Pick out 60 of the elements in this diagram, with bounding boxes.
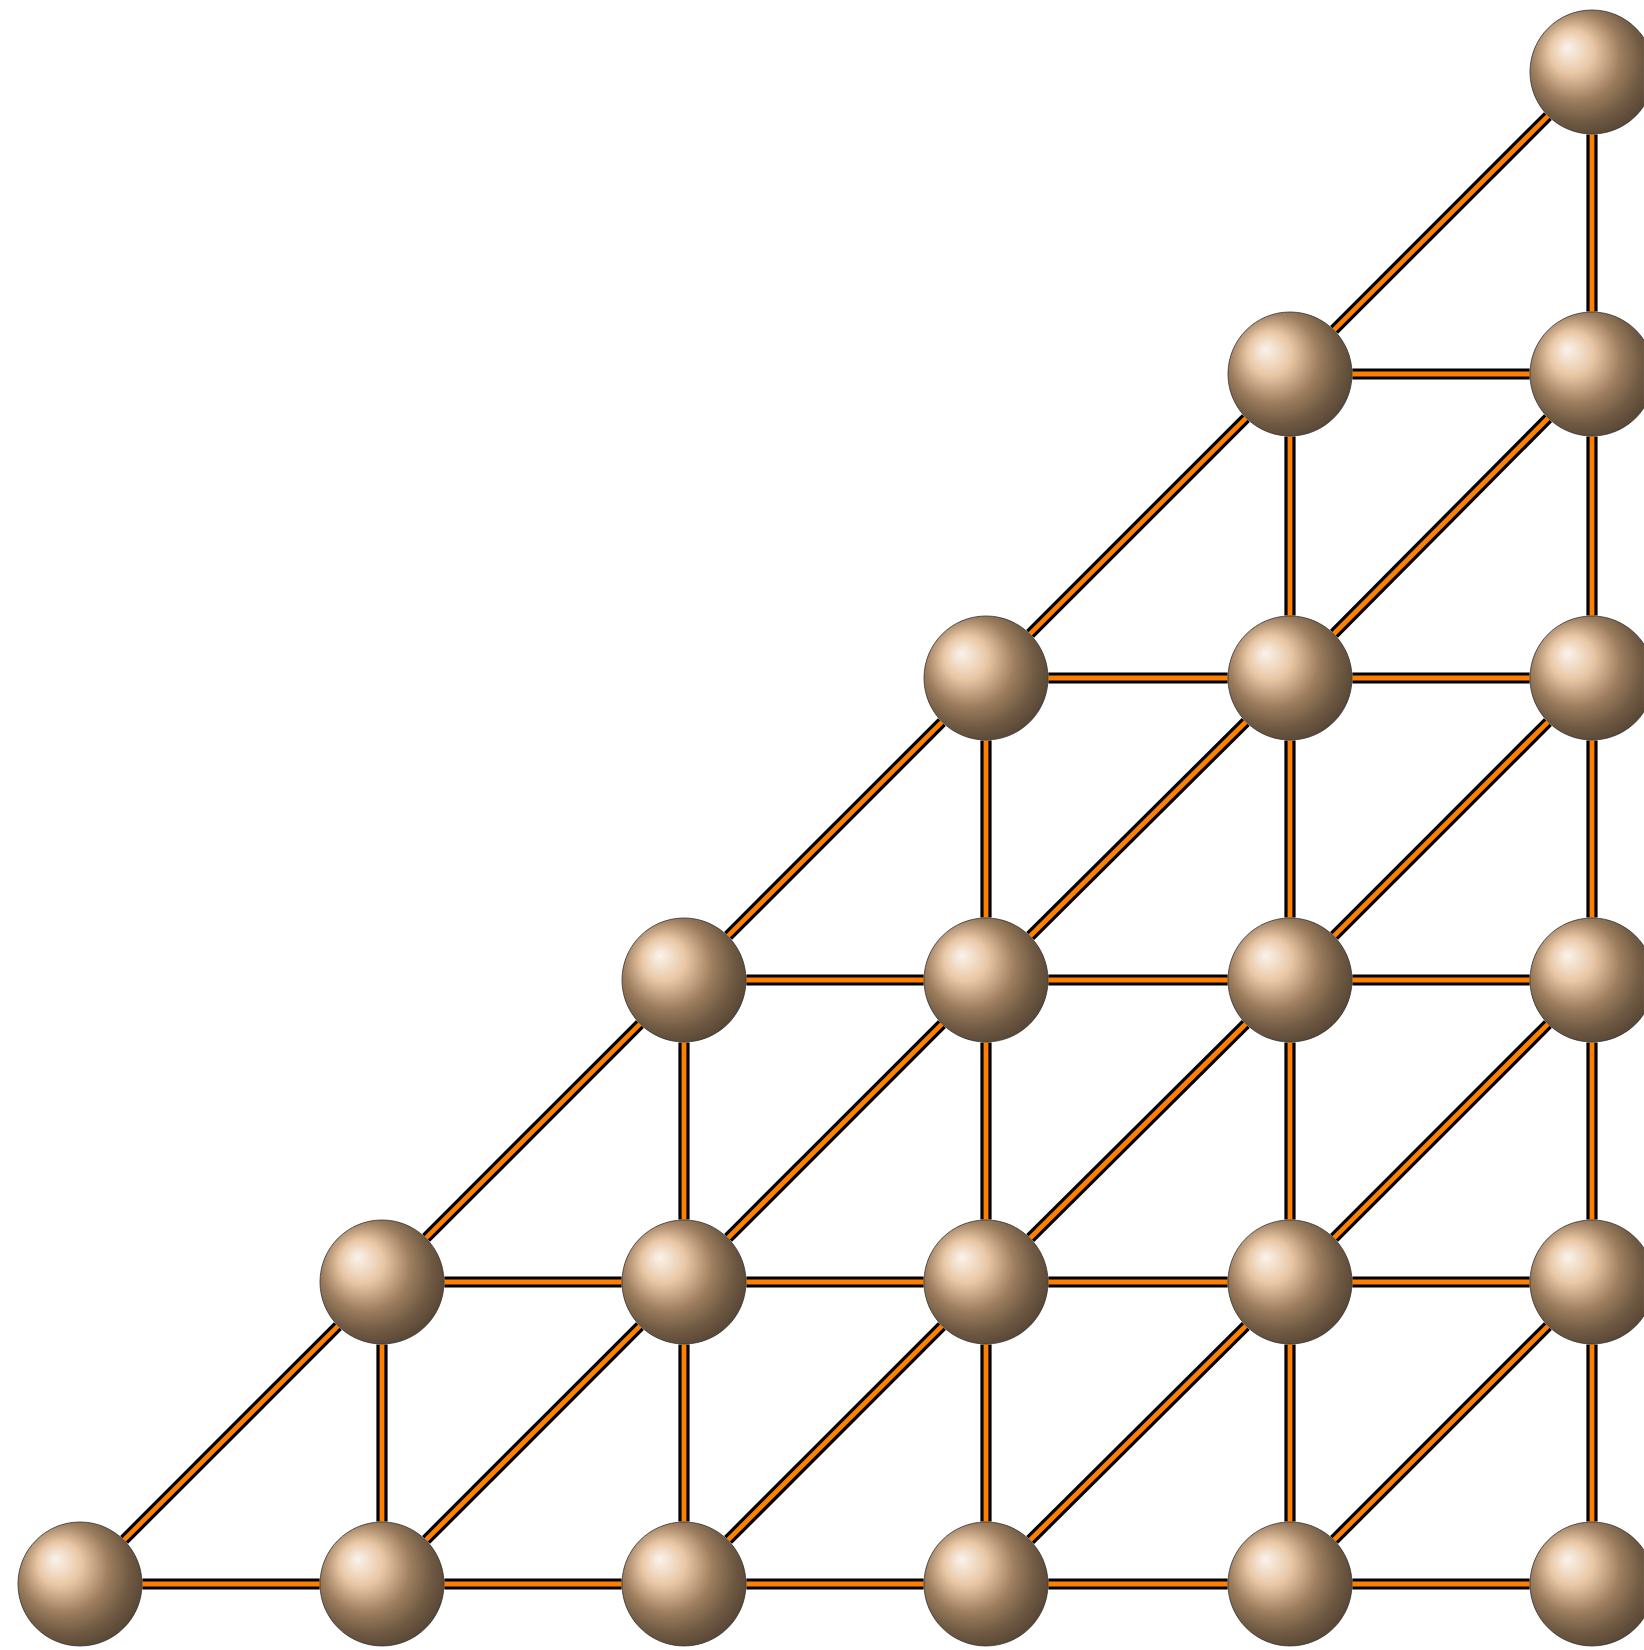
bond (980, 740, 992, 918)
bond (1586, 1344, 1598, 1522)
bond (1586, 1042, 1598, 1220)
bond (444, 1276, 622, 1288)
bond (1048, 672, 1228, 684)
bond (724, 1322, 946, 1544)
bond (746, 1276, 924, 1288)
bond (120, 1322, 342, 1544)
ball (17, 1521, 143, 1647)
bond (422, 1020, 644, 1242)
ball (923, 615, 1049, 741)
bond (1330, 1020, 1552, 1242)
bond (1352, 1276, 1530, 1288)
ball (923, 1521, 1049, 1647)
ball (1227, 1219, 1353, 1345)
bond (1352, 368, 1530, 380)
bond (1586, 740, 1598, 918)
bond (746, 974, 924, 986)
bond (1026, 1020, 1250, 1242)
ball (621, 917, 747, 1043)
bond (724, 1020, 946, 1242)
bond (746, 1578, 924, 1590)
bond (1330, 112, 1552, 334)
bond (1026, 1322, 1250, 1544)
bond (678, 1042, 690, 1220)
ball (923, 1219, 1049, 1345)
ball (621, 1521, 747, 1647)
ball (319, 1219, 445, 1345)
bond (1586, 134, 1598, 312)
bond (1352, 974, 1530, 986)
bond (1586, 436, 1598, 616)
bond (444, 1578, 622, 1590)
bond (1352, 1578, 1530, 1590)
bond (1284, 740, 1296, 918)
bond (678, 1344, 690, 1522)
bond (376, 1344, 388, 1522)
bond (1048, 1276, 1228, 1288)
bond (1352, 672, 1530, 684)
ball (1227, 311, 1353, 437)
ball (621, 1219, 747, 1345)
bond (1330, 414, 1552, 638)
bond (980, 1344, 992, 1522)
bond (1330, 718, 1552, 940)
bond (1026, 414, 1250, 638)
ball (923, 917, 1049, 1043)
ball (319, 1521, 445, 1647)
bond (980, 1042, 992, 1220)
bond (724, 718, 946, 940)
ball (1227, 1521, 1353, 1647)
ball (1227, 917, 1353, 1043)
bond (1284, 436, 1296, 616)
bond (1330, 1322, 1552, 1544)
bond (1048, 974, 1228, 986)
ball (1227, 615, 1353, 741)
bond (1048, 1578, 1228, 1590)
bond (1284, 1042, 1296, 1220)
bond (1284, 1344, 1296, 1522)
bond (422, 1322, 644, 1544)
bond (1026, 718, 1250, 940)
bond (142, 1578, 320, 1590)
